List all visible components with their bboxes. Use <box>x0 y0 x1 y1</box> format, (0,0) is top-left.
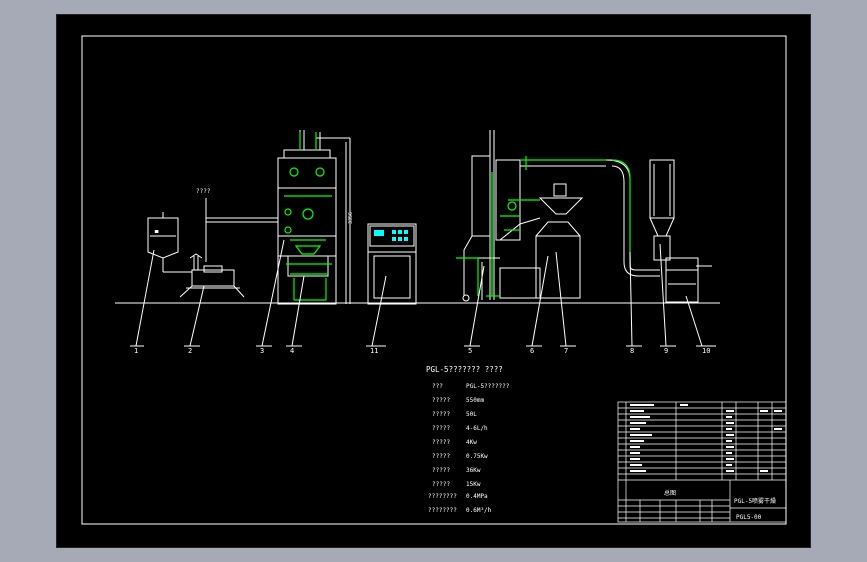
inner-border <box>81 35 787 525</box>
callout-6: 6 <box>530 347 534 355</box>
callout-4: 4 <box>290 347 294 355</box>
drawing-sheet <box>56 14 811 548</box>
inlet-label: ???? <box>196 188 211 195</box>
title-block-label: 总图 <box>664 489 676 497</box>
parts-list-marks <box>630 404 782 472</box>
spec-value: 36Kw <box>466 467 481 474</box>
spec-value: 4Kw <box>466 439 477 446</box>
callout-8: 8 <box>630 347 634 355</box>
callout-9: 9 <box>664 347 668 355</box>
callout-numbers: 1 2 3 4 11 5 6 7 8 9 10 <box>134 347 710 355</box>
spec-name: ????? <box>432 439 450 446</box>
spec-name: ????? <box>432 397 450 404</box>
control-cabinet <box>367 223 417 305</box>
spec-name: ????? <box>432 481 450 488</box>
callout-7: 7 <box>564 347 568 355</box>
spec-value: 0.4MPa <box>466 493 488 500</box>
spec-value: PGL-5??????? <box>466 383 510 390</box>
callout-2: 2 <box>188 347 192 355</box>
spec-title: PGL-5??????? ???? <box>426 365 503 374</box>
spec-name: ????? <box>432 453 450 460</box>
callout-10: 10 <box>702 347 710 355</box>
bag-filter <box>649 159 675 261</box>
control-panel-buttons <box>374 230 408 241</box>
cyclone-feeder <box>499 183 584 299</box>
spray-dryer-tower <box>277 130 351 305</box>
spec-name: ????? <box>432 425 450 432</box>
spec-table: ??? PGL-5??????? ????? 550mm ????? 50L ?… <box>428 383 510 514</box>
liquid-tank: ≡ <box>147 212 179 259</box>
callout-5: 5 <box>468 347 472 355</box>
spec-name: ????? <box>432 467 450 474</box>
spec-value: 50L <box>466 411 477 418</box>
spec-value: 4-6L/h <box>466 425 488 432</box>
exhaust-fan <box>665 257 712 303</box>
spec-value: 0.75Kw <box>466 453 488 460</box>
title-block <box>617 401 787 523</box>
feed-pump <box>162 253 245 298</box>
leader-lines <box>130 239 716 347</box>
spec-value: 550mm <box>466 397 484 404</box>
duct-highlight <box>611 159 631 262</box>
spec-value: 15Kw <box>466 481 481 488</box>
spec-name: ???????? <box>428 507 457 514</box>
spec-name: ??? <box>432 383 443 390</box>
mill-highlight <box>456 156 606 297</box>
callout-11: 11 <box>370 347 378 355</box>
callout-1: 1 <box>134 347 138 355</box>
callout-3: 3 <box>260 347 264 355</box>
feed-pipe <box>205 198 278 262</box>
dryer-highlight <box>284 132 332 301</box>
separator-column <box>458 130 612 302</box>
spec-name: ????? <box>432 411 450 418</box>
spec-value: 0.6M³/h <box>466 507 492 514</box>
drawing-number: PGL5-00 <box>736 514 762 521</box>
tank-mark: ≡ <box>155 229 158 235</box>
height-dimension: 3356 <box>348 212 354 224</box>
spec-name: ???????? <box>428 493 457 500</box>
drawing-name: PGL-5喷雾干燥 <box>734 497 776 505</box>
